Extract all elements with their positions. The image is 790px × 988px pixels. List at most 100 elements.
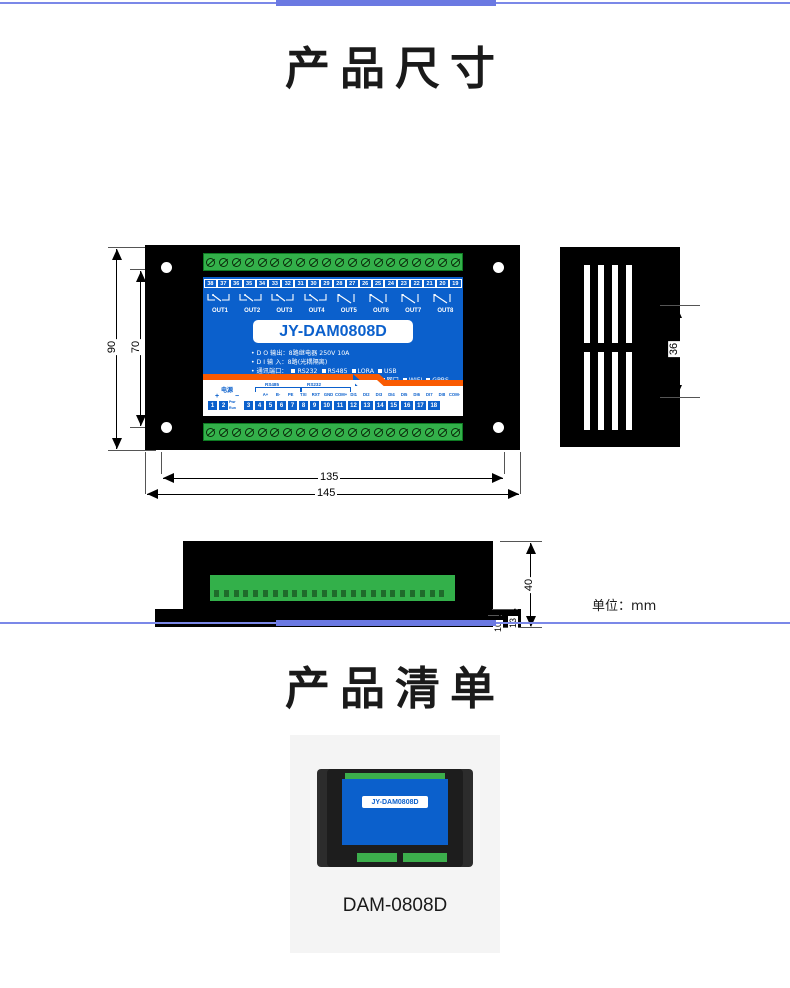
terminal-number-cell: 28 — [332, 279, 346, 288]
terminal-number-cell: 19 — [448, 279, 462, 288]
output-label: OUT5 — [340, 308, 357, 314]
bullet-icon: • — [251, 368, 255, 375]
pin-label: DI2 — [363, 392, 370, 397]
dim-arrow-70-up — [136, 271, 146, 282]
checkbox-icon — [377, 369, 382, 373]
pin-label: COM- — [448, 392, 461, 397]
profile-terminal-pin — [263, 590, 268, 597]
page-title-dimensions: 产品尺寸 — [284, 42, 505, 95]
screw-terminal — [205, 427, 215, 437]
dim-arrow-36-up — [672, 307, 682, 318]
output-label: OUT6 — [372, 308, 389, 314]
vent-slot-2-upper — [598, 265, 604, 343]
terminal-strip-bottom — [203, 423, 463, 441]
profile-terminal-pin — [282, 590, 288, 597]
terminal-number-cell: 12 — [346, 400, 361, 411]
screw-terminal — [205, 257, 215, 267]
profile-terminal-pin — [321, 590, 327, 597]
port-option: RS485 — [318, 368, 348, 375]
device-profile-view — [155, 537, 521, 637]
terminal-number-cell: 25 — [371, 279, 385, 288]
dim-text-70: 70 — [130, 338, 143, 356]
product-caption: DAM-0808D — [342, 895, 448, 916]
brand-badge: JY-DAM0808D — [253, 320, 413, 343]
ext-line-145-right — [520, 452, 521, 494]
terminal-number-cell: 13 — [360, 400, 374, 411]
port-option: LORA — [348, 368, 374, 375]
terminal-number-cell: 10 — [320, 400, 334, 411]
output-label: OUT1 — [211, 308, 228, 314]
pin-label: RXT — [311, 392, 321, 397]
spec-line-di: • D I 输 入：8路(光耦隔离) — [251, 358, 461, 367]
orange-stripe-right — [375, 380, 463, 386]
relay-contact-icon — [239, 294, 262, 302]
screw-terminal — [296, 427, 306, 437]
terminal-number-cell: 31 — [294, 279, 308, 288]
output-label: OUT3 — [276, 308, 293, 314]
screw-terminal — [360, 427, 370, 437]
divider-thick-line — [276, 0, 496, 6]
screw-terminal — [347, 427, 357, 437]
led-run: Run — [229, 406, 236, 410]
terminal-number-cell: 38 — [204, 279, 217, 288]
terminal-number-cell: 6 — [276, 400, 287, 411]
screw-terminal — [347, 257, 357, 267]
vent-slot-2-lower — [598, 352, 604, 430]
terminal-number-cell: 33 — [268, 279, 282, 288]
dim-arrow-145-right — [508, 489, 519, 499]
output-label: OUT2 — [244, 308, 261, 314]
terminal-number-cell: 16 — [400, 400, 414, 411]
pin-label: COM+ — [334, 392, 348, 397]
mounting-hole-top-left — [161, 262, 172, 273]
bracket-rs485 — [255, 387, 301, 392]
screw-terminal — [360, 257, 370, 267]
terminal-number-cell: 24 — [384, 279, 398, 288]
bracket-rs232 — [301, 387, 351, 392]
output-label: OUT7 — [405, 308, 422, 314]
device-side-view — [560, 247, 680, 447]
profile-terminal-pin — [351, 590, 357, 597]
profile-terminal-pin — [429, 590, 435, 597]
mounting-hole-top-right — [493, 262, 504, 273]
profile-terminal-pin — [439, 590, 445, 597]
profile-terminal-pin — [390, 590, 396, 597]
terminal-number-cell: 2 — [218, 400, 229, 411]
product-list-section: 产品清单 — [0, 620, 790, 717]
terminal-number-cell: 32 — [281, 279, 295, 288]
terminal-number-cell: 20 — [436, 279, 449, 288]
relay-contact-icon — [207, 294, 230, 302]
profile-terminal-pin — [380, 590, 386, 597]
screw-terminal — [373, 257, 383, 267]
terminal-number-cell: 34 — [255, 279, 269, 288]
checkbox-icon — [321, 369, 326, 373]
terminal-number-cell: 35 — [242, 279, 256, 288]
dim-arrow-145-left — [147, 489, 158, 499]
dim-text-90: 90 — [106, 338, 119, 356]
screw-terminal — [334, 427, 344, 437]
mounting-hole-bottom-left — [161, 422, 172, 433]
terminal-number-cell: 3 — [243, 400, 254, 411]
ext-line-135-right — [504, 452, 505, 474]
terminal-number-cell: 22 — [410, 279, 424, 288]
terminal-number-cell: 7 — [287, 400, 298, 411]
screw-terminal — [425, 427, 435, 437]
port-option: RS232 — [287, 368, 318, 375]
terminal-number-cell: 9 — [309, 400, 320, 411]
pin-label: PE — [287, 392, 294, 397]
profile-terminal-pin — [312, 590, 317, 597]
section-divider-bottom — [0, 620, 790, 626]
profile-terminal-pin — [341, 590, 347, 597]
pin-label: DI5 — [400, 392, 408, 397]
screw-terminal — [309, 427, 319, 437]
spec-do-text: D O 输出：8路继电器 250V 10A — [256, 350, 350, 357]
terminal-number-cell: 36 — [229, 279, 243, 288]
relay-symbol-row — [203, 293, 463, 309]
relay-contact-icon — [271, 294, 294, 302]
ext-line-36-top — [660, 305, 700, 306]
ext-line-135-left — [161, 452, 162, 474]
